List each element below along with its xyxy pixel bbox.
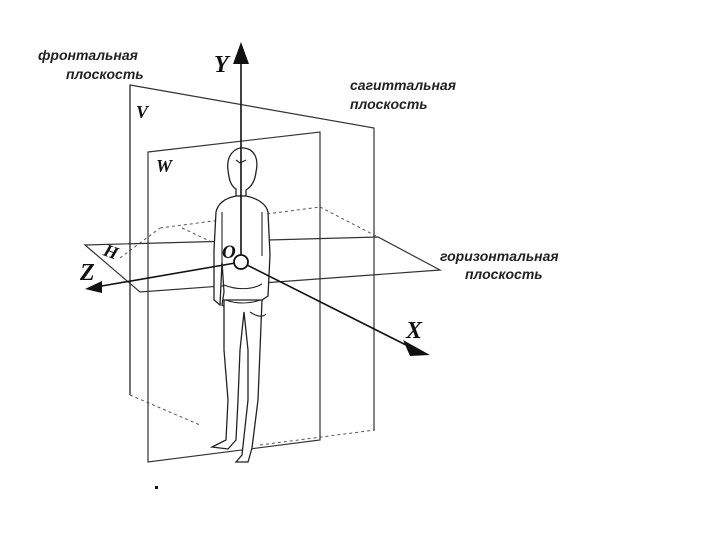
axes <box>85 42 430 356</box>
sagittal-plane-outline <box>147 131 321 463</box>
z-axis-arrow <box>85 281 102 293</box>
figure-hip-line <box>225 299 261 304</box>
y-axis-label: Y <box>214 52 231 78</box>
frontal-plane <box>129 84 375 430</box>
frontal-caption-line1: фронтальная <box>38 47 138 63</box>
horizontal-caption-line2: плоскость <box>465 266 543 282</box>
sagittal-caption-line1: сагиттальная <box>350 77 456 93</box>
plane-v-label: V <box>136 102 150 122</box>
z-axis-line <box>95 261 242 288</box>
sagittal-plane <box>147 131 321 463</box>
horizontal-plane <box>83 236 443 293</box>
figure-legs <box>209 299 263 463</box>
figure-waist <box>223 283 263 290</box>
origin-point <box>233 254 249 270</box>
figure-head <box>227 147 258 197</box>
x-axis-arrow <box>403 340 430 356</box>
frontal-caption-line2: плоскость <box>66 66 144 82</box>
frontal-hidden-bottom-edge <box>129 394 201 426</box>
x-axis-line <box>240 261 409 347</box>
y-axis-arrow <box>233 42 249 64</box>
frontal-hidden-lower-right <box>259 429 376 446</box>
z-axis-label: Z <box>79 260 95 286</box>
human-figure <box>209 147 271 463</box>
figure-knee-right <box>249 311 267 317</box>
horizontal-hidden-right-edge <box>319 206 379 238</box>
x-axis-label: X <box>405 318 423 344</box>
horizontal-plane-outline <box>83 236 443 293</box>
origin-label: O <box>222 242 236 263</box>
plane-w-label: W <box>156 156 174 176</box>
sagittal-caption-line2: плоскость <box>350 96 428 112</box>
horizontal-caption-line1: горизонтальная <box>440 248 559 264</box>
figure-face <box>235 159 247 164</box>
stray-dot <box>155 486 158 489</box>
